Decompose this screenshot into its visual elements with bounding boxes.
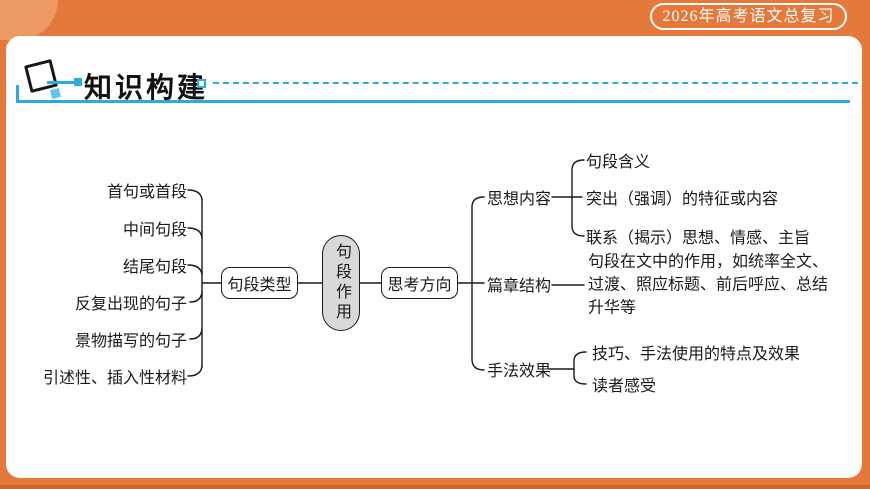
bottom-frame-shadow	[0, 485, 870, 489]
content-panel	[6, 36, 862, 478]
leaf-item: 技巧、手法使用的特点及效果	[592, 346, 801, 363]
type-item: 引述性、插入性材料	[42, 370, 187, 387]
corner-decoration	[0, 0, 58, 40]
course-badge: 2026年高考语文总复习	[650, 3, 847, 30]
branch-label: 思想内容	[487, 191, 552, 208]
dashed-divider	[213, 82, 858, 84]
type-item: 首句或首段	[106, 184, 187, 201]
node-thinking-direction: 思考方向	[381, 267, 458, 299]
type-item: 中间句段	[122, 222, 187, 239]
leaf-item: 突出（强调）的特征或内容	[586, 191, 779, 208]
dash-marker-icon	[197, 79, 206, 88]
type-item: 景物描写的句子	[74, 333, 187, 350]
type-item: 反复出现的句子	[74, 296, 187, 313]
leaf-item: 联系（揭示）思想、情感、主旨	[586, 230, 811, 247]
leaf-item: 句段含义	[586, 154, 651, 171]
leaf-item: 句段在文中的作用，如统率全文、过渡、照应标题、前后呼应、总结升华等	[588, 253, 829, 317]
header-underline	[16, 100, 850, 103]
header-underline-corner	[16, 85, 19, 103]
branch-label: 篇章结构	[487, 278, 552, 295]
arrow-end-icon	[74, 78, 82, 86]
page-title: 知识构建	[84, 72, 209, 103]
branch-label: 手法效果	[487, 363, 552, 380]
type-item: 结尾句段	[122, 259, 187, 276]
node-sentence-type: 句段类型	[221, 267, 298, 299]
leaf-item: 读者感受	[592, 378, 657, 395]
arrow-line-icon	[47, 81, 74, 84]
root-node: 句段作用	[322, 235, 360, 331]
